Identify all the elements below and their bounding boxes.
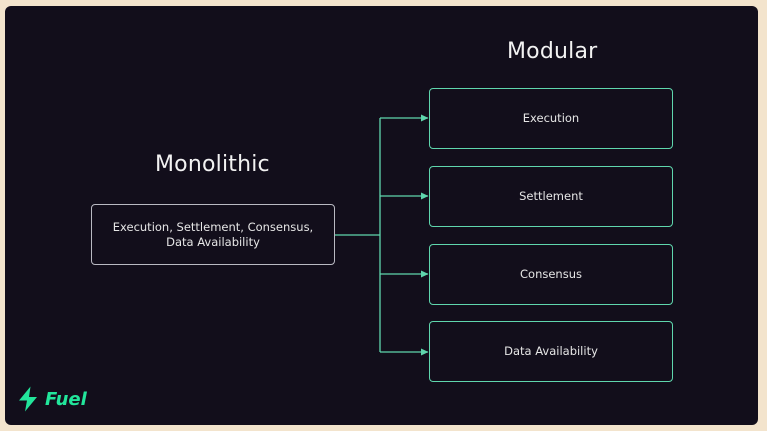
slide: Monolithic Modular Execution, Settlement… — [5, 6, 758, 425]
modular-box-settlement: Settlement — [429, 166, 673, 227]
modular-box-execution: Execution — [429, 88, 673, 149]
modular-box-label: Consensus — [520, 267, 582, 281]
monolithic-box-text: Execution, Settlement, Consensus, Data A… — [112, 219, 314, 249]
modular-box-label: Settlement — [519, 189, 583, 203]
modular-title: Modular — [507, 39, 598, 64]
monolithic-box: Execution, Settlement, Consensus, Data A… — [91, 204, 335, 265]
logo-text: Fuel — [45, 388, 87, 410]
fuel-logo: Fuel — [17, 386, 87, 412]
lightning-bolt-icon — [19, 386, 37, 412]
connector-arrows — [335, 114, 429, 356]
modular-box-label: Execution — [522, 111, 580, 125]
modular-box-label: Data Availability — [504, 344, 598, 358]
modular-box-data-availability: Data Availability — [429, 321, 673, 382]
modular-box-consensus: Consensus — [429, 244, 673, 305]
monolithic-title: Monolithic — [155, 152, 270, 177]
